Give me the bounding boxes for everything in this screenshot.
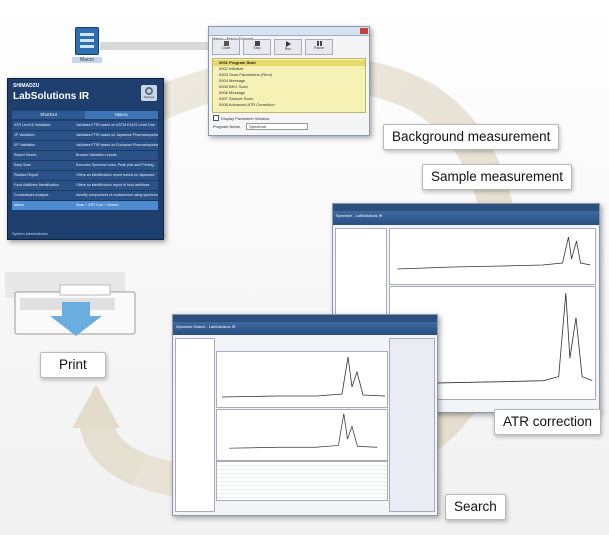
close-tool-icon [223, 41, 229, 46]
macro-row[interactable]: Contaminant Analysis Identify components… [12, 191, 158, 201]
cycle-arrowhead [72, 385, 120, 428]
macro-row-selected[interactable]: Macro Scan + ATR Corr + Search [12, 201, 158, 211]
macro-toolbar: Close Stop Run Pause [209, 36, 369, 58]
macro-row[interactable]: Easy Scan Executes Spectrum scan, Peak p… [12, 161, 158, 171]
macro-row[interactable]: Plastics Report Offers an identification… [12, 171, 158, 181]
close-icon[interactable] [360, 28, 368, 34]
atr-toolbar [333, 211, 599, 225]
search-sidepanel [389, 338, 435, 512]
macro-row[interactable]: Food Additives Identification Offers an … [12, 181, 158, 191]
settings-icon [145, 87, 153, 95]
macro-execute-window: Macro - Macro Execute Close Stop Run Pau… [208, 26, 370, 136]
shimadzu-logo: SHIMADZU [13, 83, 40, 89]
step-item[interactable]: 0007 Sample Scan [219, 96, 253, 101]
step-item[interactable]: 0003 Scan Parameters (Rem) [219, 72, 273, 77]
stop-button[interactable]: Stop [243, 39, 271, 55]
step-item[interactable]: 0006 Message [219, 90, 246, 95]
search-spectrum-top [216, 351, 388, 408]
search-label: Search [445, 494, 506, 520]
macro-file-icon [75, 27, 99, 55]
program-name-select[interactable]: Spectrum [246, 123, 309, 130]
macro-connector [100, 42, 212, 50]
macro-row[interactable]: EP Validation Validates FTIR based on Eu… [12, 141, 158, 151]
pause-icon [316, 41, 322, 46]
macro-steps: 0001 Program Start 0002 Initialize 0003 … [212, 58, 366, 113]
stop-icon [254, 41, 260, 46]
search-window: Spectrum Search - LabSolutions IR [172, 314, 438, 516]
atr-correction-label: ATR correction [494, 409, 602, 435]
macro-icon-label: Macro [72, 57, 102, 63]
macro-row[interactable]: JP Validation Validates FTIR based on Ja… [12, 131, 158, 141]
background-measurement-label: Background measurement [383, 124, 560, 150]
program-name-label: Program Name [213, 124, 241, 129]
step-item[interactable]: 0008 Advanced ATR Correction [219, 102, 275, 107]
sample-measurement-label: Sample measurement [422, 164, 573, 190]
close-button[interactable]: Close [212, 39, 240, 55]
print-arrow-icon [50, 302, 102, 336]
step-item[interactable]: 0005 BKG Scan [219, 84, 248, 89]
step-item-current[interactable]: 0001 Program Start [213, 60, 365, 66]
step-item[interactable]: 0002 Initialize [219, 66, 244, 71]
search-spectrum-bottom [216, 409, 388, 461]
run-button[interactable]: Run [274, 39, 302, 55]
search-window-titlebar: Spectrum Search - LabSolutions IR [173, 315, 437, 329]
tab-shortcut[interactable]: Shortcut [12, 111, 85, 119]
search-file-tree [175, 338, 215, 512]
print-label: Print [40, 352, 106, 378]
macro-list: ATR Level & Validation Validates FTIR ba… [12, 121, 158, 211]
display-param-checkbox[interactable]: Display Parameter Window [213, 115, 365, 121]
step-item[interactable]: 0004 Message [219, 78, 246, 83]
labsolutions-window: SHIMADZU LabSolutions IR Settings Shortc… [7, 78, 164, 240]
macro-row[interactable]: ATR Level & Validation Validates FTIR ba… [12, 121, 158, 131]
search-toolbar [173, 322, 437, 335]
tab-macro[interactable]: Macro [85, 111, 158, 119]
status-bar: System Administrator [12, 232, 48, 236]
macro-desktop-icon[interactable]: Macro [72, 27, 102, 67]
labsolutions-title: LabSolutions IR [13, 91, 90, 102]
macro-row[interactable]: Report Viewer Browse Validation reports [12, 151, 158, 161]
atr-spectrum-top [389, 228, 596, 285]
pause-button[interactable]: Pause [305, 39, 333, 55]
macro-window-titlebar: Macro - Macro Execute [209, 27, 369, 41]
checkbox-icon [213, 115, 219, 121]
play-icon [285, 41, 291, 47]
atr-window-titlebar: Spectrum - LabSolutions IR [333, 204, 599, 218]
settings-button[interactable]: Settings [141, 85, 157, 101]
search-results-table [216, 461, 388, 501]
